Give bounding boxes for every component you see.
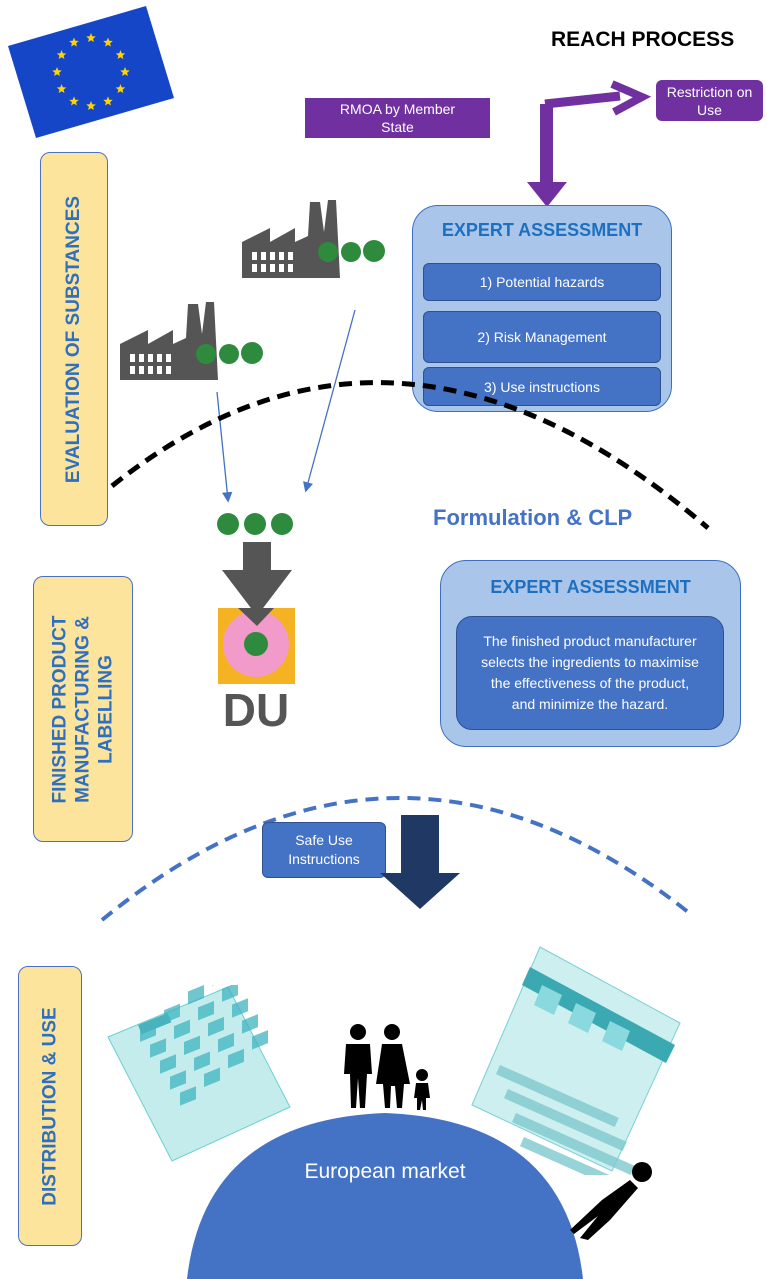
person-icon bbox=[570, 1162, 652, 1240]
building-window bbox=[242, 1014, 258, 1034]
hazards-item: 1) Potential hazards bbox=[423, 263, 661, 301]
rmoa-box: RMOA by Member State bbox=[305, 98, 490, 138]
european-market-label: European market bbox=[304, 1160, 466, 1183]
formulation-heading: Formulation & CLP bbox=[433, 505, 633, 530]
section-finished-product: FINISHED PRODUCT MANUFACTURING & LABELLI… bbox=[33, 576, 133, 842]
restriction-box: Restriction on Use bbox=[656, 80, 763, 121]
flag-star bbox=[120, 67, 130, 76]
building-window bbox=[194, 1051, 210, 1072]
flow-arrows bbox=[216, 309, 356, 503]
flag-star bbox=[56, 50, 67, 59]
flag-star bbox=[103, 96, 113, 106]
purple-arrows bbox=[527, 80, 652, 207]
expert-assessment-text: The finished product manufacturer select… bbox=[456, 616, 724, 730]
building-window bbox=[222, 985, 238, 1002]
safe-use-instructions-box: Safe Use Instructions bbox=[262, 822, 386, 878]
flag-star bbox=[103, 37, 113, 47]
expert-assessment-panel-1: EXPERT ASSESSMENT 1) Potential hazards 2… bbox=[412, 205, 672, 412]
shop-shelf bbox=[519, 1137, 643, 1175]
flag-star bbox=[86, 101, 96, 110]
building-window bbox=[212, 985, 228, 986]
building-window bbox=[160, 1054, 176, 1074]
building-window bbox=[174, 1019, 190, 1040]
building-icon bbox=[107, 985, 291, 1162]
flag-star bbox=[56, 84, 67, 93]
family-icon bbox=[344, 1024, 430, 1110]
building-window bbox=[204, 1067, 220, 1087]
flag-star bbox=[86, 33, 96, 42]
building-window bbox=[198, 1000, 214, 1021]
du-logo-text: DU bbox=[223, 684, 289, 730]
shop-shelf bbox=[503, 1089, 627, 1152]
shop-shelf bbox=[511, 1112, 635, 1175]
expert-assessment-panel-2: EXPERT ASSESSMENT The finished product m… bbox=[440, 560, 741, 747]
building-window bbox=[150, 1038, 166, 1058]
building-window bbox=[232, 998, 248, 1018]
european-market-dome bbox=[187, 1113, 583, 1279]
factory-icon bbox=[120, 302, 263, 380]
section-evaluation: EVALUATION OF SUBSTANCES bbox=[40, 152, 108, 526]
flag-star bbox=[69, 37, 79, 47]
building-window bbox=[170, 1070, 186, 1090]
page-title: REACH PROCESS bbox=[551, 28, 735, 51]
use-instructions-item: 3) Use instructions bbox=[423, 367, 661, 406]
building-window bbox=[228, 1048, 244, 1069]
building-window bbox=[180, 1086, 196, 1106]
building-window bbox=[252, 1030, 268, 1050]
shopping-centre-icon bbox=[471, 946, 681, 1175]
eu-flag-icon bbox=[8, 6, 174, 138]
factory-icon bbox=[242, 200, 385, 278]
down-arrow-icon bbox=[380, 815, 460, 909]
flag-star bbox=[52, 67, 62, 76]
flag-star bbox=[69, 96, 79, 106]
building-window bbox=[208, 1016, 224, 1037]
section-distribution: DISTRIBUTION & USE bbox=[18, 966, 82, 1246]
flag-star bbox=[115, 84, 126, 93]
risk-management-item: 2) Risk Management bbox=[423, 311, 661, 363]
shop-shelf bbox=[495, 1065, 619, 1128]
expert-assessment-title-2: EXPERT ASSESSMENT bbox=[490, 577, 691, 597]
expert-assessment-title-1: EXPERT ASSESSMENT bbox=[441, 220, 643, 240]
flag-star bbox=[115, 50, 126, 59]
building-window bbox=[184, 1035, 200, 1056]
building-window bbox=[188, 985, 204, 1005]
du-logo: DU bbox=[217, 513, 295, 730]
building-window bbox=[218, 1032, 234, 1053]
